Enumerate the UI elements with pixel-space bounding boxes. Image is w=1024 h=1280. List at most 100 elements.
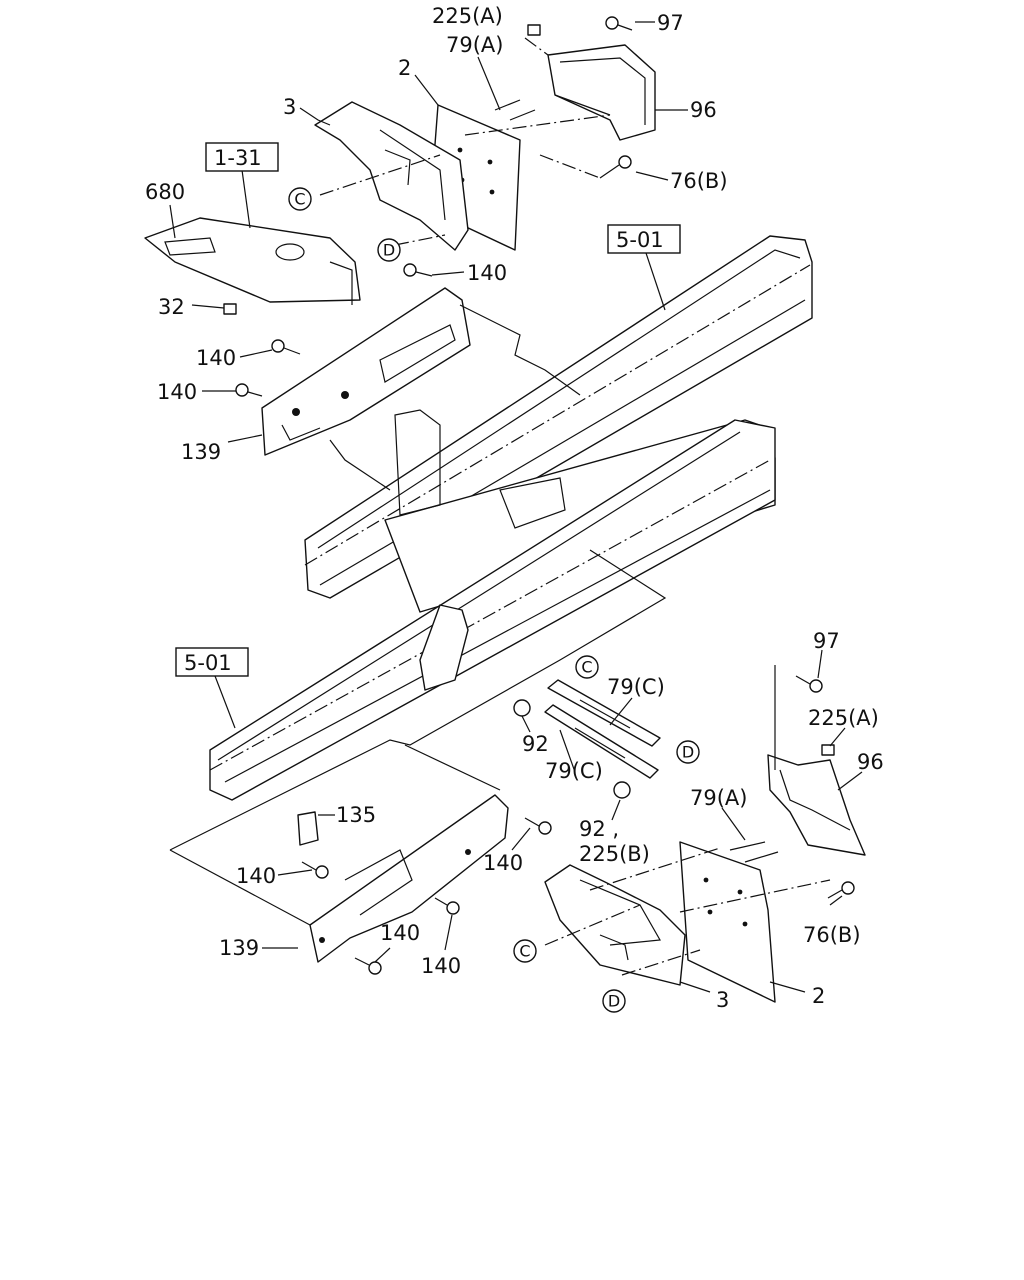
centerline-top-3 [319,154,441,196]
label-92-b: 92 , [579,817,619,841]
label-140-c: 140 [157,380,197,404]
label-96-top: 96 [690,98,717,122]
label-79c-b: 79(C) [545,759,603,783]
bolt-140-d [301,861,329,879]
leader-131 [241,169,251,229]
leader-2-bot [769,981,806,993]
leader-97-bot [817,649,823,679]
label-92-a: 92 [522,732,549,756]
label-501-top: 5-01 [616,228,664,252]
label-79c-a: 79(C) [607,675,665,699]
label-139-top: 139 [181,440,221,464]
leader-501-top [644,249,666,311]
bracket-135 [297,811,319,846]
projection-line-lower-mid [404,744,501,791]
ref-box-501-bot [175,647,249,677]
projection-line-mid [329,439,391,491]
label-131: 1-31 [214,146,262,170]
label-680: 680 [145,180,185,204]
centerline-bottom-1 [544,904,641,946]
label-140-b: 140 [196,346,236,370]
leader-79c-a [609,697,633,726]
centerline-bottom-3 [679,879,831,913]
leader-79c-b [559,729,576,773]
centerline-top-4 [394,234,446,246]
label-135: 135 [336,803,376,827]
label-140-g: 140 [421,954,461,978]
bolt-79a-top [494,99,536,121]
leader-140-a [431,271,465,276]
bracket-96-bottom [767,754,866,856]
leader-79a-bot [721,807,746,841]
leader-2-top [414,74,439,106]
leader-79a-top [477,56,501,111]
bolt-76b-bottom [827,881,855,899]
leader-225a-bot [829,727,846,747]
projection-line-lower-left [169,549,667,851]
leader-76b-bot [829,895,843,906]
centerline-bottom-2 [621,949,701,976]
bracket-3-bottom [544,864,686,986]
label-140-e: 140 [483,851,523,875]
centerline-top-2 [464,114,611,136]
label-79a-top: 79(A) [446,33,503,57]
bolt-97-top [605,16,633,31]
panel-680 [144,217,361,305]
strap-79c-lower [544,704,659,779]
leader-140-b [239,349,273,358]
frame-rail-lower [209,419,776,801]
label-225b: 225(B) [579,842,650,866]
leader-140-g [444,914,453,951]
nut-92-lower [613,781,631,799]
label-140-a: 140 [467,261,507,285]
nut-92-upper [513,699,531,717]
bracket-96-top [547,44,656,141]
bolt-140-b [271,339,301,355]
label-225a-bot: 225(A) [808,706,879,730]
label-c-bot: C [519,942,530,961]
bolt-97-bottom [795,675,823,693]
label-3-top: 3 [283,95,296,119]
label-140-f: 140 [380,921,420,945]
label-c-mid: C [581,658,592,677]
leader-139-top [227,434,263,443]
leader-3-top [299,107,331,126]
bolt-140-c [235,383,263,397]
leader-680 [169,204,176,239]
nut-225a-bottom [821,744,835,756]
label-97-bot: 97 [813,629,840,653]
callout-c-mid [575,655,599,679]
bolt-79a-bottom [729,841,779,863]
centerline-top-1 [524,37,549,56]
callout-d-top [377,238,401,262]
strap-79c-upper [547,679,661,747]
label-140-d: 140 [236,864,276,888]
bolt-140-e [524,817,552,835]
leader-32 [191,304,225,309]
label-c-top: C [294,190,305,209]
label-97-top: 97 [657,11,684,35]
callout-c-bot [513,939,537,963]
label-79a-bot: 79(A) [690,786,747,810]
bolt-140-g [434,897,460,915]
callout-d-bot [602,989,626,1013]
leader-92-b [611,799,621,821]
leader-140-f [374,947,391,963]
label-d-mid: D [682,743,694,762]
projection-line-lower-left-2 [169,849,311,926]
leader-92-a [521,715,531,733]
nut-225a-top [527,24,541,36]
callout-d-mid [676,740,700,764]
leader-501-bot [214,675,236,729]
label-225a-top: 225(A) [432,4,503,28]
label-76b-top: 76(B) [670,169,728,193]
leader-76b-top [635,171,669,181]
callout-c-top [288,187,312,211]
nut-32 [223,303,237,315]
label-d-top: D [383,241,395,260]
bracket-139-bottom [309,794,509,963]
bolt-76b-top [599,155,632,179]
label-96-bot: 96 [857,750,884,774]
